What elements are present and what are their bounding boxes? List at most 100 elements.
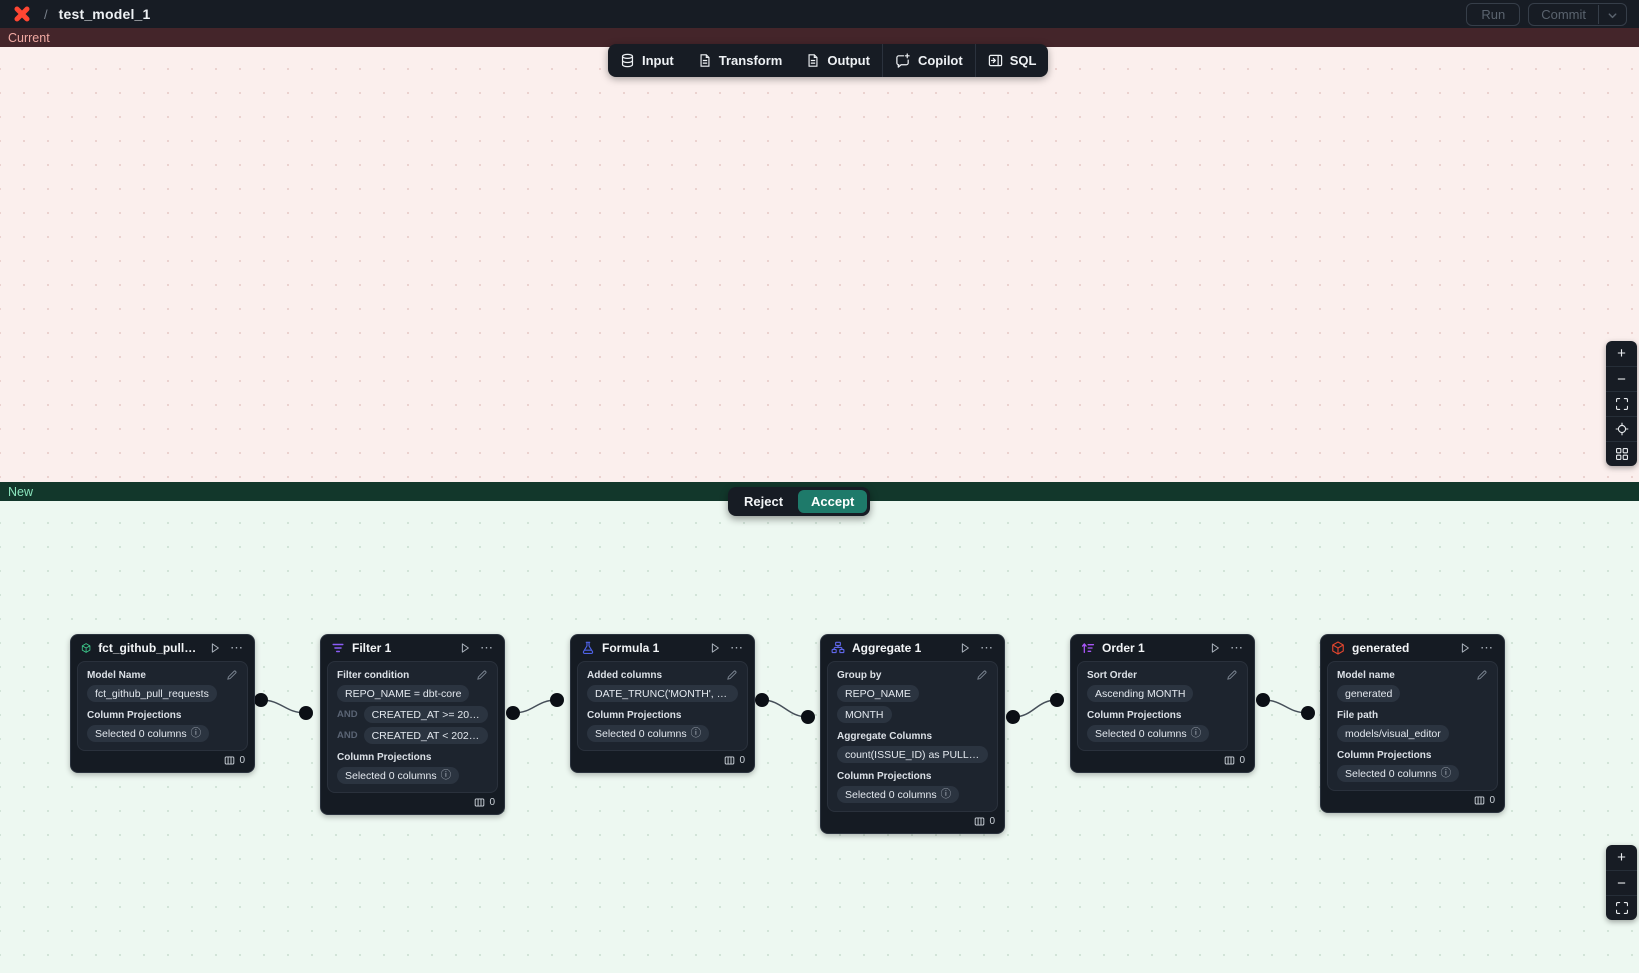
edit-pencil-icon[interactable]	[976, 669, 988, 681]
sort-order-pill[interactable]: Ascending MONTH	[1087, 685, 1194, 702]
crosshair-icon	[1615, 422, 1628, 436]
node-header[interactable]: Order 1 ⋯	[1071, 635, 1254, 661]
dbt-logo-icon[interactable]	[12, 5, 31, 24]
zoom-out-button[interactable]: −	[1606, 366, 1637, 391]
field-label: Model name	[1337, 669, 1395, 681]
formula-pill[interactable]: DATE_TRUNC('MONTH', CREATED_AT…	[587, 685, 738, 702]
toolbar-item-sql[interactable]: SQL	[976, 44, 1049, 77]
run-node-icon[interactable]	[959, 642, 971, 654]
node-body: Group by REPO_NAME MONTH Aggregate Colum…	[827, 661, 998, 812]
node-body: Model name generated File path models/vi…	[1327, 661, 1498, 791]
node-footer: 0	[821, 812, 1004, 833]
locate-button[interactable]	[1606, 416, 1637, 441]
run-node-icon[interactable]	[1209, 642, 1221, 654]
zoom-out-button[interactable]: −	[1606, 870, 1637, 895]
more-options-icon[interactable]: ⋯	[480, 640, 494, 655]
accept-button[interactable]: Accept	[798, 490, 868, 513]
commit-button[interactable]: Commit	[1541, 6, 1586, 22]
node-header[interactable]: generated ⋯	[1321, 635, 1504, 661]
column-count: 0	[489, 797, 495, 808]
info-icon[interactable]: ⓘ	[440, 769, 452, 782]
file-icon	[700, 54, 710, 67]
toolbar-item-input[interactable]: Input	[608, 44, 686, 77]
minimap-button[interactable]	[1606, 441, 1637, 466]
node-order-1[interactable]: Order 1 ⋯ Sort Order Ascending MONTH Col…	[1070, 634, 1255, 773]
aggregate-hierarchy-icon	[831, 641, 845, 654]
node-filter-1[interactable]: Filter 1 ⋯ Filter condition REPO_NAME = …	[320, 634, 505, 815]
node-body: Filter condition REPO_NAME = dbt-core AN…	[327, 661, 498, 793]
info-icon[interactable]: ⓘ	[940, 788, 952, 801]
toolbar-item-label: Input	[642, 53, 674, 68]
node-aggregate-1[interactable]: Aggregate 1 ⋯ Group by REPO_NAME MONTH A…	[820, 634, 1005, 834]
filter-condition-pill[interactable]: REPO_NAME = dbt-core	[337, 685, 470, 702]
toolbar-item-label: Copilot	[917, 53, 963, 68]
more-options-icon[interactable]: ⋯	[730, 640, 744, 655]
edit-pencil-icon[interactable]	[726, 669, 738, 681]
node-header[interactable]: Aggregate 1 ⋯	[821, 635, 1004, 661]
info-icon[interactable]: ⓘ	[1440, 767, 1452, 780]
run-node-icon[interactable]	[459, 642, 471, 654]
node-generated[interactable]: generated ⋯ Model name generated File pa…	[1320, 634, 1505, 813]
current-version-banner: Current	[0, 28, 1639, 47]
run-node-icon[interactable]	[1459, 642, 1471, 654]
node-fct-github-pull-requests[interactable]: fct_github_pull_requests ⋯ Model Name fc…	[70, 634, 255, 773]
more-options-icon[interactable]: ⋯	[1480, 640, 1494, 655]
zoom-in-button[interactable]: +	[1617, 849, 1626, 866]
toolbar-item-transform[interactable]: Transform	[686, 44, 795, 77]
edit-pencil-icon[interactable]	[1226, 669, 1238, 681]
value-pill[interactable]: fct_github_pull_requests	[87, 685, 217, 702]
toolbar-item-label: SQL	[1009, 53, 1037, 68]
node-formula-1[interactable]: Formula 1 ⋯ Added columns DATE_TRUNC('MO…	[570, 634, 755, 773]
zoom-in-button[interactable]: +	[1617, 345, 1626, 362]
more-options-icon[interactable]: ⋯	[230, 640, 244, 655]
node-footer: 0	[571, 751, 754, 772]
info-icon[interactable]: ⓘ	[690, 727, 702, 740]
node-header[interactable]: Formula 1 ⋯	[571, 635, 754, 661]
group-by-pill[interactable]: REPO_NAME	[837, 685, 919, 702]
run-node-icon[interactable]	[209, 642, 221, 654]
field-label: Column Projections	[87, 710, 182, 721]
toolbar-item-output[interactable]: Output	[794, 44, 882, 77]
more-options-icon[interactable]: ⋯	[1230, 640, 1244, 655]
info-icon[interactable]: ⓘ	[1190, 727, 1202, 740]
node-footer: 0	[321, 793, 504, 814]
field-label: Filter condition	[337, 669, 410, 681]
commit-chevron-down-icon[interactable]	[1598, 4, 1626, 24]
page-title: test_model_1	[58, 6, 151, 22]
file-path-pill[interactable]: models/visual_editor	[1337, 725, 1449, 742]
edit-pencil-icon[interactable]	[476, 669, 488, 681]
commit-split-button[interactable]: Commit	[1528, 2, 1627, 26]
columns-icon	[975, 817, 985, 826]
group-by-pill[interactable]: MONTH	[837, 706, 892, 723]
aggregate-column-pill[interactable]: count(ISSUE_ID) as PULL_REQUEST_…	[837, 746, 988, 763]
edit-pencil-icon[interactable]	[1476, 669, 1488, 681]
node-header[interactable]: Filter 1 ⋯	[321, 635, 504, 661]
field-label: Sort Order	[1087, 669, 1138, 681]
node-header[interactable]: fct_github_pull_requests ⋯	[71, 635, 254, 661]
run-node-icon[interactable]	[709, 642, 721, 654]
copilot-icon	[896, 52, 910, 68]
filter-condition-pill[interactable]: CREATED_AT < 2025-03-01	[363, 727, 488, 744]
reject-button[interactable]: Reject	[731, 490, 796, 513]
node-title: Aggregate 1	[852, 641, 922, 655]
field-label: File path	[1337, 710, 1379, 721]
more-options-icon[interactable]: ⋯	[980, 640, 994, 655]
node-title: Formula 1	[602, 641, 660, 655]
fit-view-button[interactable]	[1606, 391, 1637, 416]
info-icon[interactable]: ⓘ	[190, 727, 202, 740]
filter-condition-pill[interactable]: CREATED_AT >= 2024-12-01	[363, 706, 488, 723]
run-button[interactable]: Run	[1466, 2, 1521, 26]
fit-view-button[interactable]	[1606, 895, 1637, 920]
edit-pencil-icon[interactable]	[226, 669, 238, 681]
current-canvas[interactable]	[0, 47, 1639, 482]
node-footer: 0	[71, 751, 254, 772]
toolbar-item-copilot[interactable]: Copilot	[883, 44, 975, 77]
model-name-pill[interactable]: generated	[1337, 685, 1401, 702]
